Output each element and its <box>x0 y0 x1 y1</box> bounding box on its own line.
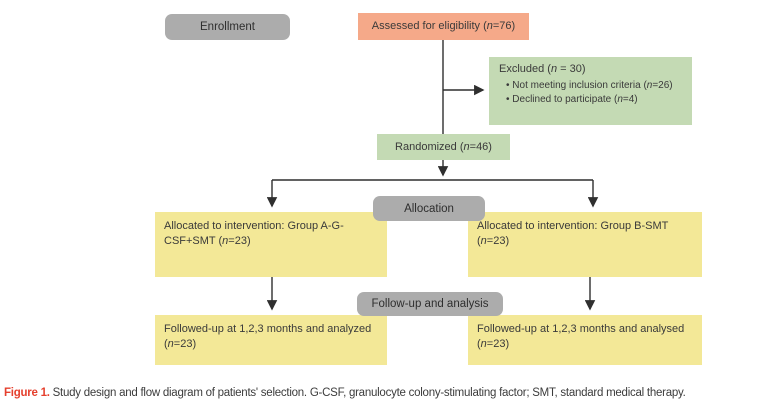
figure-caption-label: Figure 1. <box>4 387 50 399</box>
excluded-bullet-inclusion-criteria: • Not meeting inclusion criteria (n=26) <box>506 79 673 91</box>
figure-caption: Figure 1. Study design and flow diagram … <box>4 387 774 399</box>
stage-badge-followup-analysis: Follow-up and analysis <box>357 292 503 316</box>
box-excluded: Excluded (n = 30) • Not meeting inclusio… <box>489 57 692 125</box>
figure-caption-text: Study design and flow diagram of patient… <box>49 387 686 399</box>
stage-badge-enrollment: Enrollment <box>165 14 290 40</box>
box-followup-group-a: Followed-up at 1,2,3 months and analyzed… <box>155 315 387 365</box>
stage-badge-allocation: Allocation <box>373 196 485 221</box>
box-followup-group-b: Followed-up at 1,2,3 months and analysed… <box>468 315 702 365</box>
box-allocated-group-a: Allocated to intervention: Group A-G-CSF… <box>155 212 387 277</box>
box-allocated-group-b: Allocated to intervention: Group B-SMT (… <box>468 212 702 277</box>
box-randomized: Randomized (n=46) <box>377 134 510 160</box>
excluded-title: Excluded (n = 30) <box>499 63 586 75</box>
excluded-bullet-declined: • Declined to participate (n=4) <box>506 94 638 106</box>
box-assessed-for-eligibility: Assessed for eligibility (n=76) <box>358 13 529 40</box>
